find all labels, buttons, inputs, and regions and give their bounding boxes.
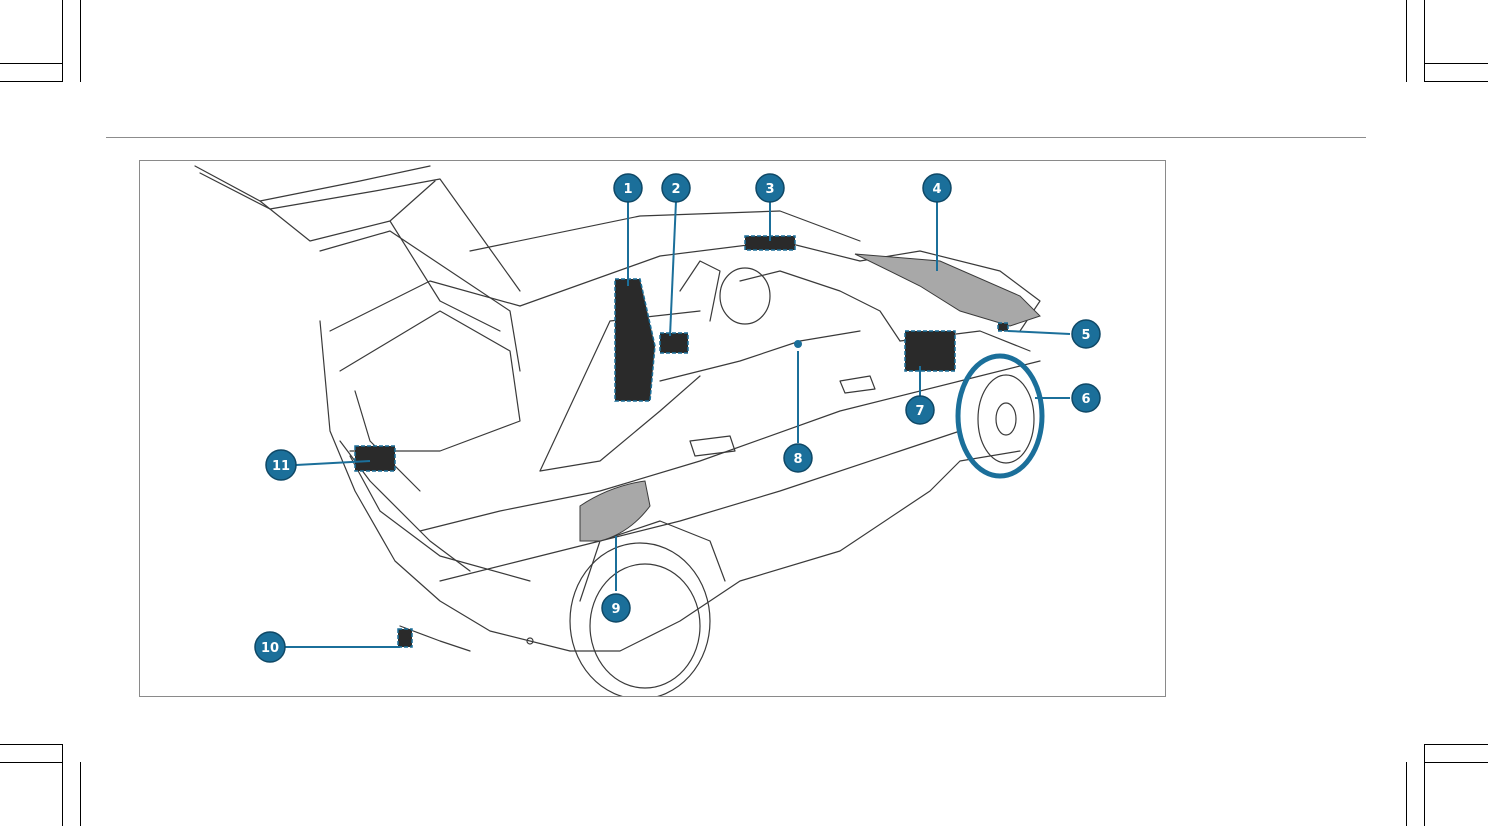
cargo-component bbox=[355, 446, 395, 471]
crop-mark-top-left-v bbox=[62, 0, 63, 82]
front-sensor-component bbox=[998, 323, 1008, 331]
vehicle-illustration: 1 2 3 4 5 6 7 8 9 10 11 bbox=[140, 161, 1166, 697]
crop-mark-top-right-v bbox=[1406, 0, 1407, 82]
callout-10: 10 bbox=[255, 632, 285, 662]
crop-mark-bottom-left-v bbox=[62, 744, 63, 826]
callout-6: 6 bbox=[1072, 384, 1100, 412]
crop-mark-bottom-right-h2 bbox=[1424, 762, 1488, 763]
svg-text:6: 6 bbox=[1081, 392, 1090, 407]
crop-mark-bottom-left-h bbox=[0, 744, 62, 745]
callout-9: 9 bbox=[602, 594, 630, 622]
crop-mark-bottom-right-h bbox=[1424, 744, 1488, 745]
svg-text:9: 9 bbox=[611, 602, 620, 617]
fuel-filler-flap bbox=[580, 481, 650, 541]
svg-text:7: 7 bbox=[915, 404, 924, 419]
crop-mark-bottom-left-v2 bbox=[80, 762, 81, 826]
crop-mark-top-right-v2 bbox=[1424, 0, 1425, 82]
svg-text:4: 4 bbox=[932, 182, 941, 197]
svg-text:11: 11 bbox=[272, 459, 290, 474]
svg-text:1: 1 bbox=[623, 182, 632, 197]
callout-4: 4 bbox=[923, 174, 951, 202]
seat-component bbox=[660, 333, 688, 353]
callout-2: 2 bbox=[662, 174, 690, 202]
crop-mark-top-right-h2 bbox=[1424, 81, 1488, 82]
svg-text:8: 8 bbox=[793, 452, 802, 467]
callout-1: 1 bbox=[614, 174, 642, 202]
callout-8: 8 bbox=[784, 444, 812, 472]
crop-mark-bottom-right-v bbox=[1406, 762, 1407, 826]
svg-text:5: 5 bbox=[1081, 328, 1090, 343]
callout-3: 3 bbox=[756, 174, 784, 202]
crop-mark-top-left-h2 bbox=[0, 81, 62, 82]
callout-11: 11 bbox=[266, 450, 296, 480]
b-pillar-component bbox=[615, 279, 655, 401]
callout-5: 5 bbox=[1072, 320, 1100, 348]
header-rule bbox=[106, 137, 1366, 138]
rear-bumper-component bbox=[398, 629, 412, 647]
crop-mark-bottom-right-v2 bbox=[1424, 744, 1425, 826]
crop-mark-top-right-h bbox=[1424, 63, 1488, 64]
svg-text:10: 10 bbox=[261, 641, 279, 656]
crop-mark-top-left-v2 bbox=[80, 0, 81, 82]
engine-bay-component bbox=[905, 331, 955, 371]
crop-mark-top-left-h bbox=[0, 63, 62, 64]
callout-7: 7 bbox=[906, 396, 934, 424]
svg-text:2: 2 bbox=[671, 182, 680, 197]
vehicle-overview-figure: 1 2 3 4 5 6 7 8 9 10 11 bbox=[139, 160, 1166, 697]
svg-text:3: 3 bbox=[765, 182, 774, 197]
crop-mark-bottom-left-h2 bbox=[0, 762, 62, 763]
socket-component bbox=[794, 340, 802, 348]
